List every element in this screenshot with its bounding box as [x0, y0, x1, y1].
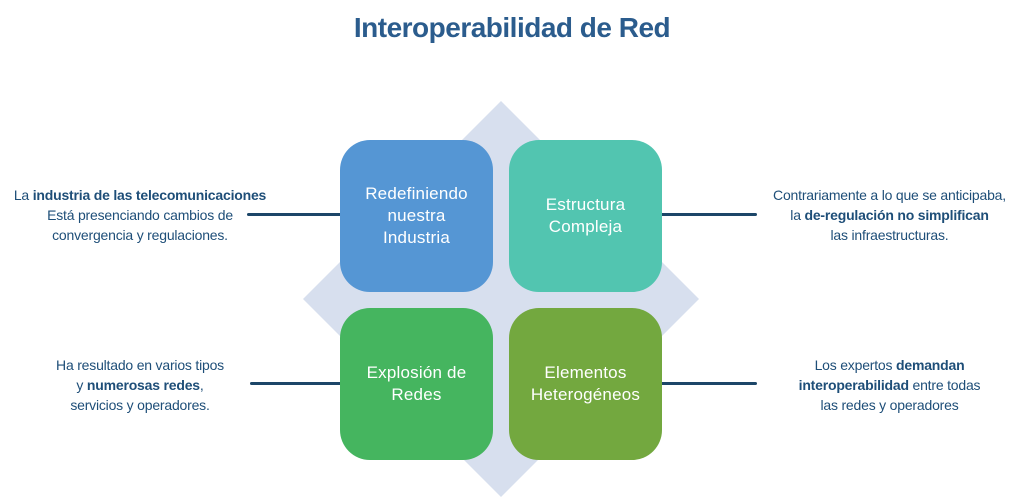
node-label-explosion: Explosión de Redes	[366, 363, 467, 404]
node-label-elementos: Elementos Heterogéneos	[530, 363, 641, 404]
node-explosion-de-redes: Explosión de Redes	[340, 308, 493, 460]
node-estructura-compleja: Estructura Compleja	[509, 140, 662, 292]
connector-line-top-right	[652, 213, 757, 216]
node-redefiniendo-nuestra-industria: Redefiniendo nuestra Industria	[340, 140, 493, 292]
node-label-redefiniendo: Redefiniendo nuestra Industria	[365, 184, 468, 247]
node-elementos-heterogeneos: Elementos Heterogéneos	[509, 308, 662, 460]
connector-line-bottom-right	[652, 382, 757, 385]
node-label-estructura: Estructura Compleja	[545, 195, 626, 236]
annotation-top-right: Contrariamente a lo que se anticipaba,la…	[773, 187, 1006, 243]
page-title: Interoperabilidad de Red	[353, 12, 671, 43]
connector-line-bottom-left	[250, 382, 358, 385]
connector-line-top-left	[247, 213, 358, 216]
